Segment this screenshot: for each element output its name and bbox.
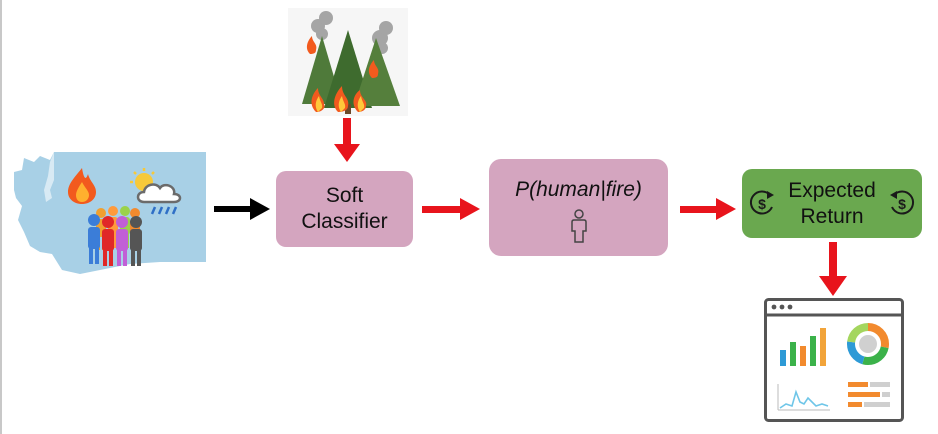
bar-chart-icon xyxy=(780,328,826,366)
line-chart-icon xyxy=(777,384,830,411)
dollar-cycle-icon: $ xyxy=(890,190,915,215)
dashboard-icon xyxy=(764,298,904,422)
expected-return-line2: Return xyxy=(800,204,864,228)
horizontal-bars-icon xyxy=(848,382,890,407)
arrow-map-to-classifier xyxy=(214,198,270,220)
arrow-classifier-to-probability xyxy=(422,198,480,220)
dollar-cycle-icon: $ xyxy=(749,190,774,215)
probability-label: P(human|fire) xyxy=(515,178,642,201)
soft-classifier-box: Soft Classifier xyxy=(276,171,413,247)
forest-fire-icon xyxy=(288,8,408,116)
svg-text:$: $ xyxy=(758,196,766,212)
probability-box: P(human|fire) xyxy=(489,159,668,256)
left-border xyxy=(0,0,2,434)
people-icon xyxy=(88,206,142,266)
person-icon xyxy=(570,209,587,243)
svg-text:$: $ xyxy=(898,196,906,212)
washington-map-icon xyxy=(14,152,206,274)
arrow-return-to-dashboard xyxy=(819,242,847,296)
expected-return-box: $ Expected Return $ xyxy=(742,169,922,238)
donut-chart-icon xyxy=(847,323,889,365)
expected-return-line1: Expected xyxy=(788,178,876,202)
weather-icon xyxy=(130,168,182,215)
arrow-fire-to-classifier xyxy=(334,118,360,162)
arrow-probability-to-return xyxy=(680,198,736,220)
fire-icon xyxy=(68,168,96,204)
soft-classifier-line1: Soft xyxy=(325,184,364,207)
soft-classifier-line2: Classifier xyxy=(301,210,388,233)
